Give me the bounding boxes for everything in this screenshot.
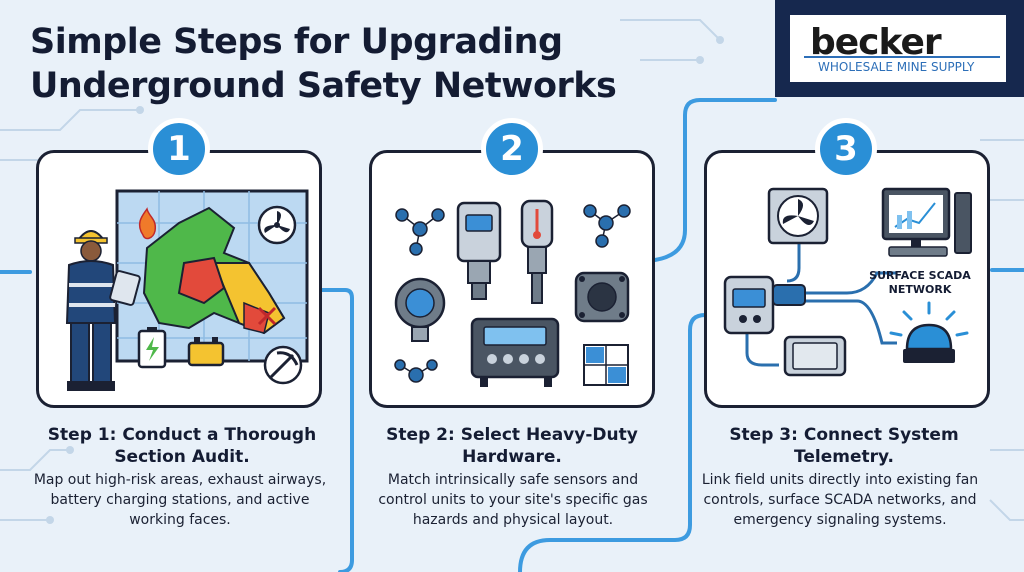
- flame-icon: [138, 207, 157, 240]
- computer-icon: [881, 187, 972, 257]
- step-3-description: Link field units directly into existing …: [701, 472, 979, 528]
- step-1-description: Map out high-risk areas, exhaust airways…: [33, 472, 327, 528]
- miner-worker-icon: [65, 230, 141, 391]
- step-1-badge: 1: [148, 118, 210, 180]
- battery-icon: [137, 327, 167, 369]
- logo-panel: becker WHOLESALE MINE SUPPLY: [775, 0, 1024, 97]
- gas-sensor-icon: [456, 201, 502, 300]
- step-2-title: Step 2: Select Heavy-Duty Hardware.: [386, 425, 638, 467]
- control-unit-icon: [470, 317, 560, 387]
- step-3-title: Step 3: Connect System Telemetry.: [729, 425, 959, 467]
- hardware-illustration: [394, 199, 631, 387]
- step-3-badge: 3: [815, 118, 877, 180]
- fan-unit-icon: [767, 187, 829, 245]
- scada-network-label: SURFACE SCADA NETWORK: [869, 269, 971, 296]
- step-2-card: [369, 150, 655, 408]
- telemetry-illustration: [723, 187, 972, 377]
- page-title: Simple Steps for Upgrading Underground S…: [30, 22, 617, 106]
- speaker-box-icon: [574, 271, 630, 323]
- logo-tagline: WHOLESALE MINE SUPPLY: [818, 60, 975, 74]
- molecule-icon: [395, 208, 445, 256]
- step-1-card: [36, 150, 322, 408]
- molecule-icon: [583, 204, 631, 248]
- junction-box-icon: [783, 335, 847, 377]
- step-2-description: Match intrinsically safe sensors and con…: [378, 472, 648, 528]
- layout-grid-icon: [583, 344, 629, 386]
- section-audit-illustration: [65, 189, 309, 391]
- becker-logo: becker WHOLESALE MINE SUPPLY: [788, 13, 1008, 84]
- step-2-badge: 2: [481, 118, 543, 180]
- step-3-card: SURFACE SCADA NETWORK: [704, 150, 990, 408]
- round-sensor-icon: [394, 277, 446, 342]
- step-1-title: Step 1: Conduct a Thorough Section Audit…: [47, 425, 317, 467]
- pickaxe-icon: [263, 345, 303, 385]
- molecule-icon: [394, 359, 438, 383]
- alarm-beacon-icon: [889, 301, 969, 363]
- fan-icon: [257, 205, 297, 245]
- logo-name: becker: [810, 22, 942, 63]
- temperature-probe-icon: [520, 199, 554, 304]
- charging-station-icon: [187, 337, 225, 367]
- field-unit-icon: [723, 275, 806, 335]
- logo-underline: [804, 56, 1000, 58]
